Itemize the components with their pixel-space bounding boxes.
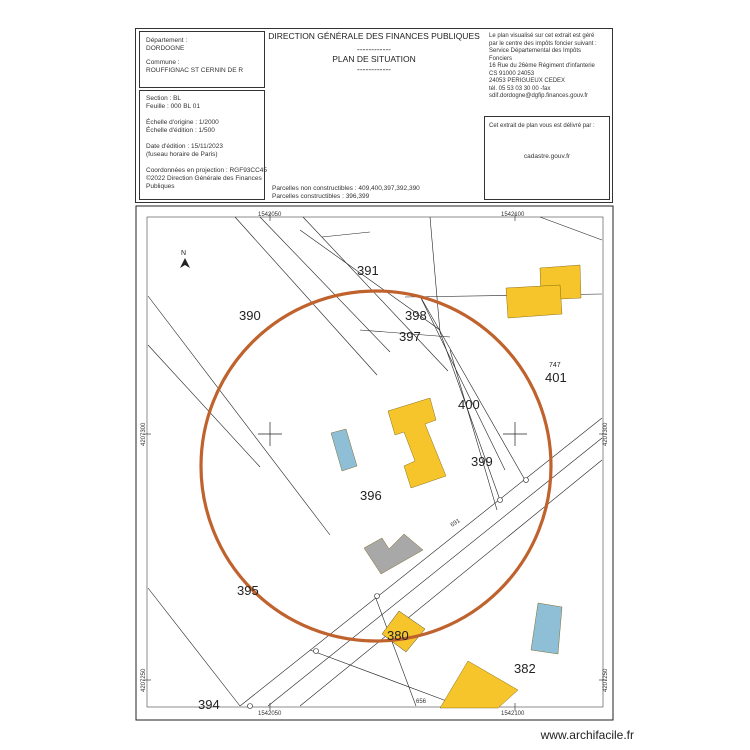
parcel-notes: Parcelles non constructibles : 409,400,3…	[272, 185, 420, 201]
building-ne-2	[505, 284, 563, 319]
coord-right-mid: 4207300	[603, 422, 609, 446]
copyright-line-1: ©2022 Direction Générale des Finances	[146, 175, 262, 182]
coord-bottom-left: 1542050	[258, 711, 282, 717]
delivered-label: Cet extrait de plan vous est délivré par…	[489, 123, 595, 129]
grid-cross	[258, 422, 527, 446]
delivered-by: cadastre.gouv.fr	[523, 153, 571, 160]
section-text: Section : BL	[146, 95, 182, 102]
parcel-number: 395	[237, 583, 259, 598]
info-box-section: Section : BL Feuille : 000 BL 01 Échelle…	[139, 90, 268, 200]
plan-subtitle: PLAN DE SITUATION	[332, 54, 416, 64]
constructibles-text: Parcelles constructibles : 396,399	[272, 193, 370, 200]
service-line: CS 91000 24053	[489, 70, 535, 77]
service-line: sdif.dordogne@dgfip.finances.gouv.fr	[489, 93, 589, 99]
coord-system: Coordonnées en projection : RGF93CC45	[146, 167, 268, 174]
commune-value: ROUFFIGNAC ST CERNIN DE R	[146, 67, 244, 74]
coord-right-low: 4207250	[603, 668, 609, 692]
header-frame	[135, 28, 613, 203]
echelle-origine: Échelle d'origine : 1/2000	[146, 119, 219, 126]
departement-label: Département :	[146, 37, 188, 44]
copyright-line-2: Publiques	[146, 183, 175, 190]
map-inner-frame	[146, 216, 604, 708]
road-label-691: 691	[450, 518, 462, 529]
parcel-number: 401	[545, 370, 567, 385]
parcel-labels: 391 390 398 397 747 401 400 399 396 395 …	[198, 263, 567, 712]
road-label-656: 656	[416, 699, 427, 705]
parcel-number: 380	[387, 628, 409, 643]
coord-left-low: 4207250	[141, 668, 147, 692]
service-line: Service Départemental des Impôts	[489, 48, 582, 54]
echelle-edition: Échelle d'édition : 1/500	[146, 127, 215, 134]
fuseau-text: (fuseau horaire de Paris)	[146, 151, 218, 158]
situation-circle	[199, 289, 553, 643]
header-title-block: DIRECTION GÉNÉRALE DES FINANCES PUBLIQUE…	[266, 31, 482, 74]
parcel-number: 400	[458, 397, 480, 412]
parcel-number: 747	[549, 362, 561, 369]
service-line: Fonciers	[489, 55, 513, 62]
shed-grey	[363, 533, 424, 575]
page-title: DIRECTION GÉNÉRALE DES FINANCES PUBLIQUE…	[268, 31, 480, 41]
service-line: tél. 05 53 03 30 00 -fax	[489, 85, 551, 92]
parcel-boundaries	[147, 216, 603, 707]
road	[239, 417, 603, 707]
info-box-commune: Département : DORDOGNE Commune : ROUFFIG…	[139, 31, 265, 88]
parcel-number: 396	[360, 488, 382, 503]
title-dashes-2: ------------	[357, 64, 391, 74]
water-basin-2	[530, 602, 563, 655]
boundary-marker	[247, 477, 529, 709]
map-frame	[135, 205, 614, 721]
service-line: 16 Rue du 26ème Régiment d'infanterie	[489, 63, 595, 69]
service-line: 24053 PERIGUEUX CEDEX	[489, 78, 566, 84]
footer-site[interactable]: www.archifacile.fr	[540, 728, 634, 742]
service-line: Le plan visualisé sur cet extrait est gé…	[489, 33, 595, 39]
parcel-number: 398	[405, 308, 427, 323]
north-arrow-icon: N	[180, 250, 190, 268]
building-382	[439, 660, 519, 709]
coord-bottom-right: 1542100	[501, 711, 525, 717]
water-basin-1	[330, 428, 358, 472]
feuille-text: Feuille : 000 BL 01	[146, 103, 200, 110]
buildings	[330, 264, 582, 709]
north-label: N	[181, 250, 186, 257]
parcel-number: 399	[471, 454, 493, 469]
building-main	[387, 397, 447, 489]
parcel-number: 390	[239, 308, 261, 323]
service-line: par le centre des impôts foncier suivant…	[489, 40, 597, 47]
departement-value: DORDOGNE	[146, 45, 185, 52]
date-edition: Date d'édition : 15/11/2023	[146, 143, 224, 150]
service-box: Le plan visualisé sur cet extrait est gé…	[484, 30, 610, 115]
coord-top-right: 1542100	[501, 212, 525, 218]
delivered-box: Cet extrait de plan vous est délivré par…	[484, 116, 610, 200]
coord-top-left: 1542050	[258, 212, 282, 218]
parcel-number: 391	[357, 263, 379, 278]
coord-left-mid: 4207300	[141, 422, 147, 446]
parcel-number: 394	[198, 697, 220, 712]
commune-label: Commune :	[146, 59, 180, 66]
non-constructibles-text: Parcelles non constructibles : 409,400,3…	[272, 185, 420, 192]
parcel-number: 382	[514, 661, 536, 676]
title-dashes-1: ------------	[357, 44, 391, 54]
parcel-number: 397	[399, 329, 421, 344]
